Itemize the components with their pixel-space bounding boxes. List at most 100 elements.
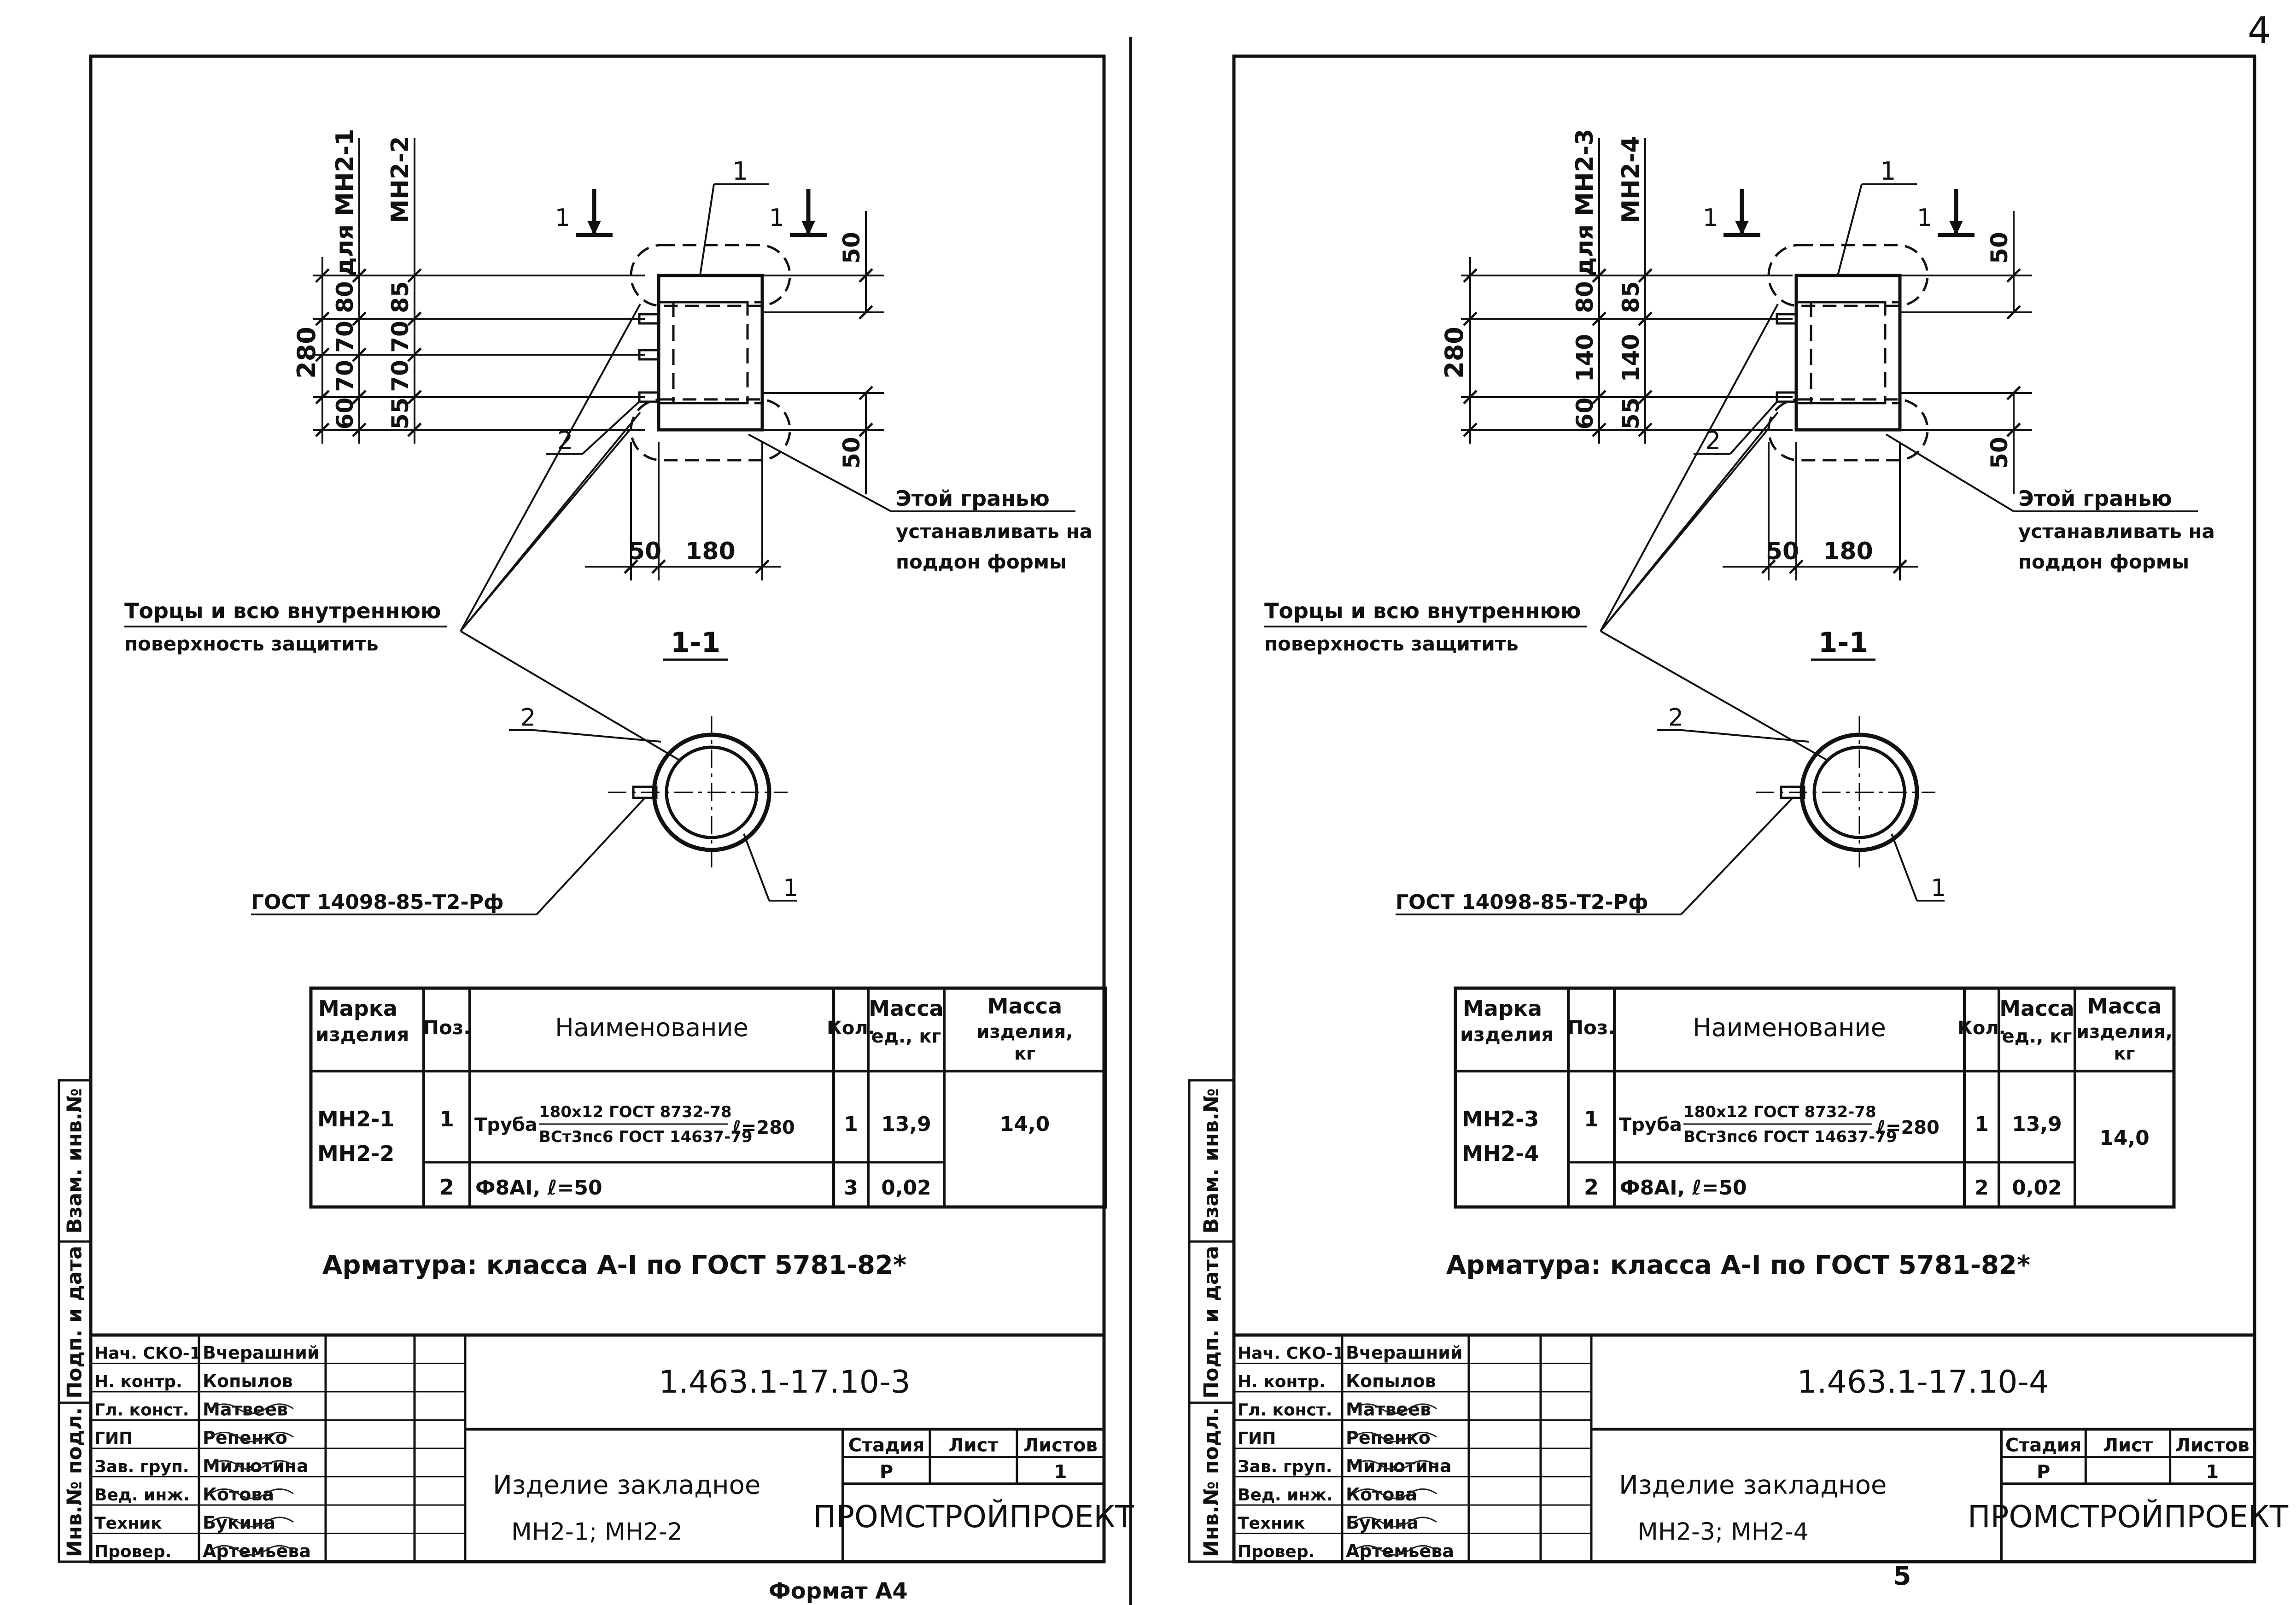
signature-scribble — [210, 1432, 294, 1442]
pos1-label: 1 — [732, 157, 748, 186]
document-marks: МН2-3; МН2-4 — [1637, 1518, 1809, 1546]
spec-row2-qty: 2 — [1975, 1176, 1989, 1200]
dimension-tick — [315, 268, 330, 283]
dimension-tick — [859, 268, 873, 283]
section-pos2-label: 2 — [1668, 704, 1683, 732]
gost-note-leader — [536, 797, 646, 915]
stamp-role: Н. контр. — [1238, 1372, 1326, 1391]
spec-row1-name: Труба — [1619, 1114, 1682, 1136]
gost-weld-note: ГОСТ 14098-85-Т2-Рф — [1396, 890, 1648, 914]
spec-header-pos: Поз. — [1567, 1016, 1615, 1039]
face-note-leader — [748, 433, 892, 512]
signature-scribble — [210, 1488, 294, 1499]
dimension-value: 50 — [628, 538, 661, 565]
section-pos1-label: 1 — [783, 874, 798, 902]
sheets-header: Листов — [1023, 1435, 1098, 1456]
protect-leader — [460, 630, 680, 761]
spec-header-name: Наименование — [1693, 1013, 1886, 1042]
pos2-label: 2 — [557, 426, 573, 455]
signature-scribble — [210, 1545, 294, 1556]
spec-row1-pos: 1 — [439, 1107, 454, 1131]
dimension-tick — [352, 422, 367, 437]
protect-note-text: Торцы и всю внутреннюю — [124, 598, 441, 623]
section-marker-label: 1 — [1703, 204, 1718, 232]
document-title: Изделие закладное — [1619, 1470, 1887, 1500]
spec-row1-mass: 13,9 — [881, 1113, 931, 1136]
dimension-tick — [1463, 268, 1478, 283]
section-marker-label: 1 — [769, 204, 784, 232]
section-marker-label: 1 — [1917, 204, 1932, 232]
stamp-role: Гл. конст. — [94, 1401, 189, 1420]
spec-header-total-mass: кг — [1014, 1043, 1035, 1064]
dimension-tick — [2006, 268, 2021, 283]
dimension-value: 50 — [1986, 437, 2013, 469]
dimension-tick — [1463, 390, 1478, 404]
dimension-tick — [407, 347, 422, 362]
dimension-tick — [859, 305, 873, 320]
spec-header-mark: Марка — [318, 996, 397, 1021]
section-arrow-head — [587, 221, 601, 236]
spec-mark: МН2-3 — [1462, 1107, 1539, 1131]
document-title: Изделие закладное — [493, 1470, 760, 1500]
stamp-role: ГИП — [94, 1429, 133, 1448]
spec-table — [309, 986, 1107, 1209]
spec-header-total-mass: изделия, — [977, 1021, 1073, 1043]
spec-row1-spec-top: 180х12 ГОСТ 8732-78 — [539, 1103, 732, 1121]
stamp-role: Зав. груп. — [94, 1458, 189, 1476]
stamp-name: Матвеев — [1346, 1400, 1431, 1420]
pos2-leader — [582, 400, 641, 455]
signature-scribble — [210, 1403, 294, 1414]
pos1-leader — [699, 184, 715, 276]
armature-note: Арматура: класса А-I по ГОСТ 5781-82* — [322, 1250, 906, 1280]
face-note-text: Этой гранью — [896, 486, 1050, 511]
signature-scribble — [1353, 1545, 1437, 1556]
stamp-name: Вчерашний — [203, 1343, 320, 1363]
document-code: 1.463.1-17.10-4 — [1797, 1364, 2049, 1400]
stamp-name: Копылов — [1346, 1371, 1436, 1391]
dimension-tick — [1893, 559, 1907, 574]
pos1-label: 1 — [1880, 157, 1896, 186]
pos2-label: 2 — [1705, 426, 1721, 455]
stamp-name: Артемьева — [1346, 1541, 1454, 1561]
spec-row2-pos: 2 — [1584, 1175, 1599, 1200]
sheets-count-value: 1 — [2206, 1462, 2219, 1483]
spec-row2-name: Ф8АI, ℓ=50 — [1620, 1176, 1747, 1200]
dimension-value: 80 — [332, 281, 358, 313]
section-marker-label: 1 — [555, 204, 570, 232]
dimension-value: 140 — [1572, 334, 1598, 382]
spec-row2-mass: 0,02 — [881, 1176, 931, 1200]
dimension-tick — [315, 311, 330, 326]
dimension-tick — [859, 422, 873, 437]
stamp-name: Копылов — [203, 1371, 293, 1391]
protect-note-text: поверхность защитить — [1264, 633, 1519, 655]
pipe-elevation — [1794, 274, 1902, 432]
signature-scribble — [1353, 1460, 1437, 1471]
dimension-tick — [1463, 422, 1478, 437]
face-note-text: устанавливать на — [896, 520, 1092, 543]
spec-header-pos: Поз. — [423, 1016, 471, 1039]
stage-header: Стадия — [848, 1435, 925, 1456]
sheets-count-value: 1 — [1054, 1462, 1067, 1483]
dimension-tick — [624, 559, 638, 574]
dimension-tick — [1638, 422, 1653, 437]
protect-leader — [1600, 304, 1779, 632]
dimension-value: 85 — [1618, 281, 1644, 313]
organization-name: ПРОМСТРОЙПРОЕКТ — [1968, 1499, 2289, 1535]
dimension-tick — [755, 559, 770, 574]
side-strip-label: Инв.№ подл. — [1200, 1407, 1223, 1557]
stage-header: Стадия — [2005, 1435, 2082, 1456]
spec-row2-pos: 2 — [439, 1175, 454, 1200]
organization-name: ПРОМСТРОЙПРОЕКТ — [813, 1499, 1134, 1535]
mark-label-top: для МН2-1 — [331, 129, 359, 277]
stamp-role: Нач. СКО-1 — [1238, 1344, 1344, 1363]
side-strip-label: Взам. инв.№ — [63, 1088, 87, 1234]
section-pos1-leader — [1891, 833, 1918, 901]
mark-label-top: МН2-2 — [386, 136, 414, 223]
spec-mark: МН2-2 — [317, 1141, 394, 1166]
spec-row1-spec-top: 180х12 ГОСТ 8732-78 — [1683, 1103, 1876, 1121]
protect-note-text: Торцы и всю внутреннюю — [1264, 598, 1581, 623]
dimension-tick — [859, 386, 873, 400]
protect-note-text: поверхность защитить — [124, 633, 379, 655]
bottom-note: Формат А4 — [769, 1578, 908, 1604]
